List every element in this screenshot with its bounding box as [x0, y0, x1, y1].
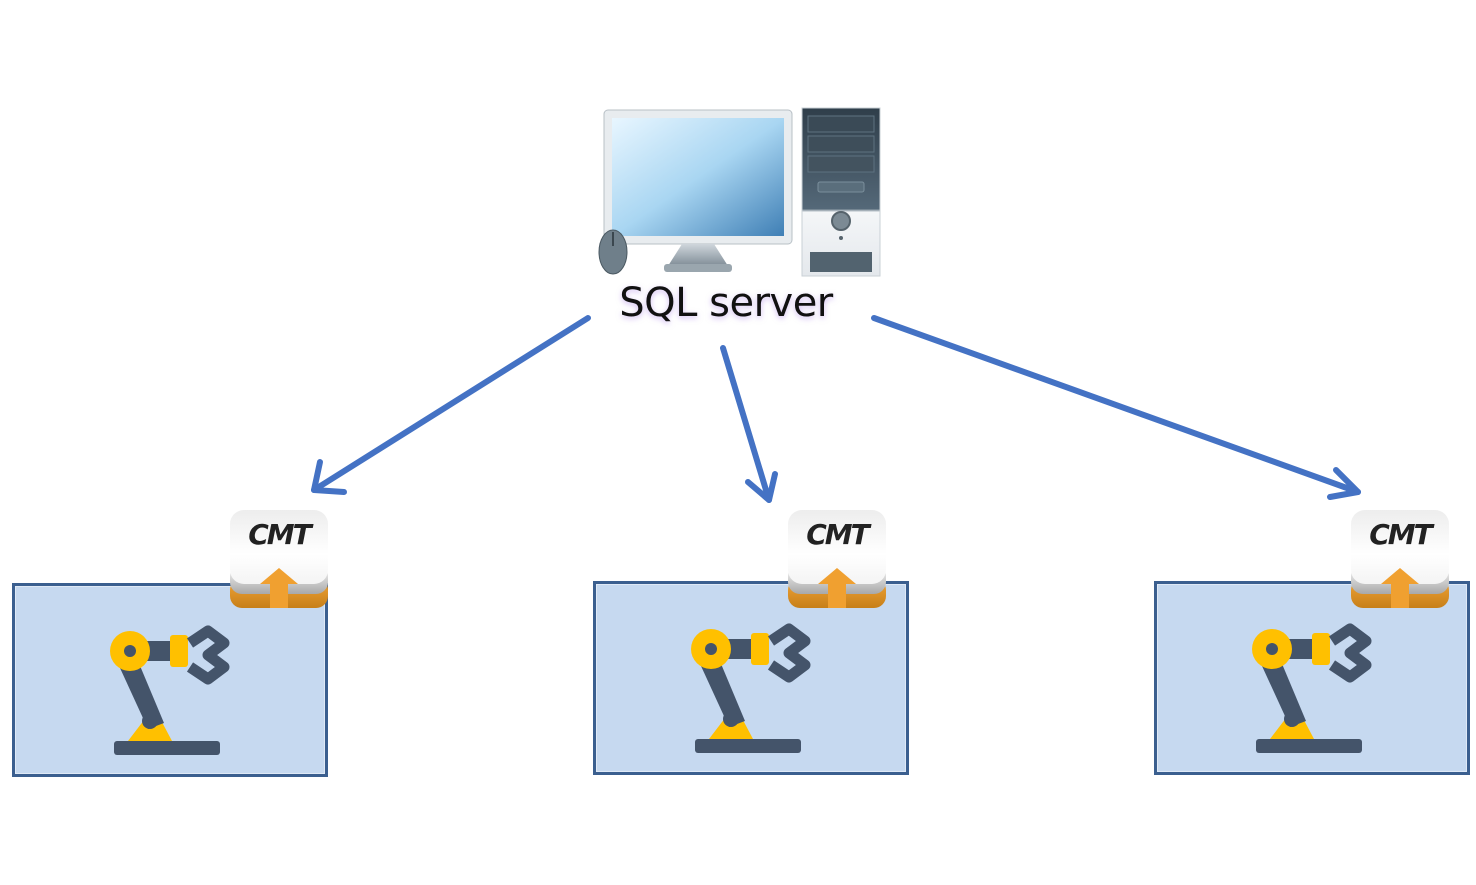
upload-arrow-icon: [1381, 568, 1419, 608]
cmt-badge-label: CMT: [806, 518, 870, 551]
cmt-badge-1: CMT: [228, 508, 330, 610]
arrow-to-machine-2: [720, 345, 778, 503]
robot-arm-icon: [1252, 623, 1372, 753]
robot-arm-icon: [691, 623, 811, 753]
machine-box: [1154, 581, 1470, 775]
arrow-to-machine-1: [311, 315, 591, 495]
sql-server-label: SQL server: [619, 280, 833, 326]
cmt-app-icon: [788, 510, 886, 608]
upload-arrow-icon: [818, 568, 856, 608]
desktop-computer-icon: [598, 107, 881, 277]
upload-arrow-icon: [260, 568, 298, 608]
machine-node-2: [593, 581, 909, 775]
cmt-badge-label: CMT: [1369, 518, 1433, 551]
sql-server-node: SQL server: [596, 106, 886, 346]
cmt-app-icon: [1351, 510, 1449, 608]
cmt-badge-label: CMT: [248, 518, 312, 551]
machine-node-3: [1154, 581, 1470, 775]
arrow-to-machine-3: [871, 315, 1361, 500]
machine-node-1: [12, 583, 328, 777]
cmt-badge-2: CMT: [786, 508, 888, 610]
robot-arm-icon: [110, 625, 230, 755]
cmt-app-icon: [230, 510, 328, 608]
cmt-badge-3: CMT: [1349, 508, 1451, 610]
